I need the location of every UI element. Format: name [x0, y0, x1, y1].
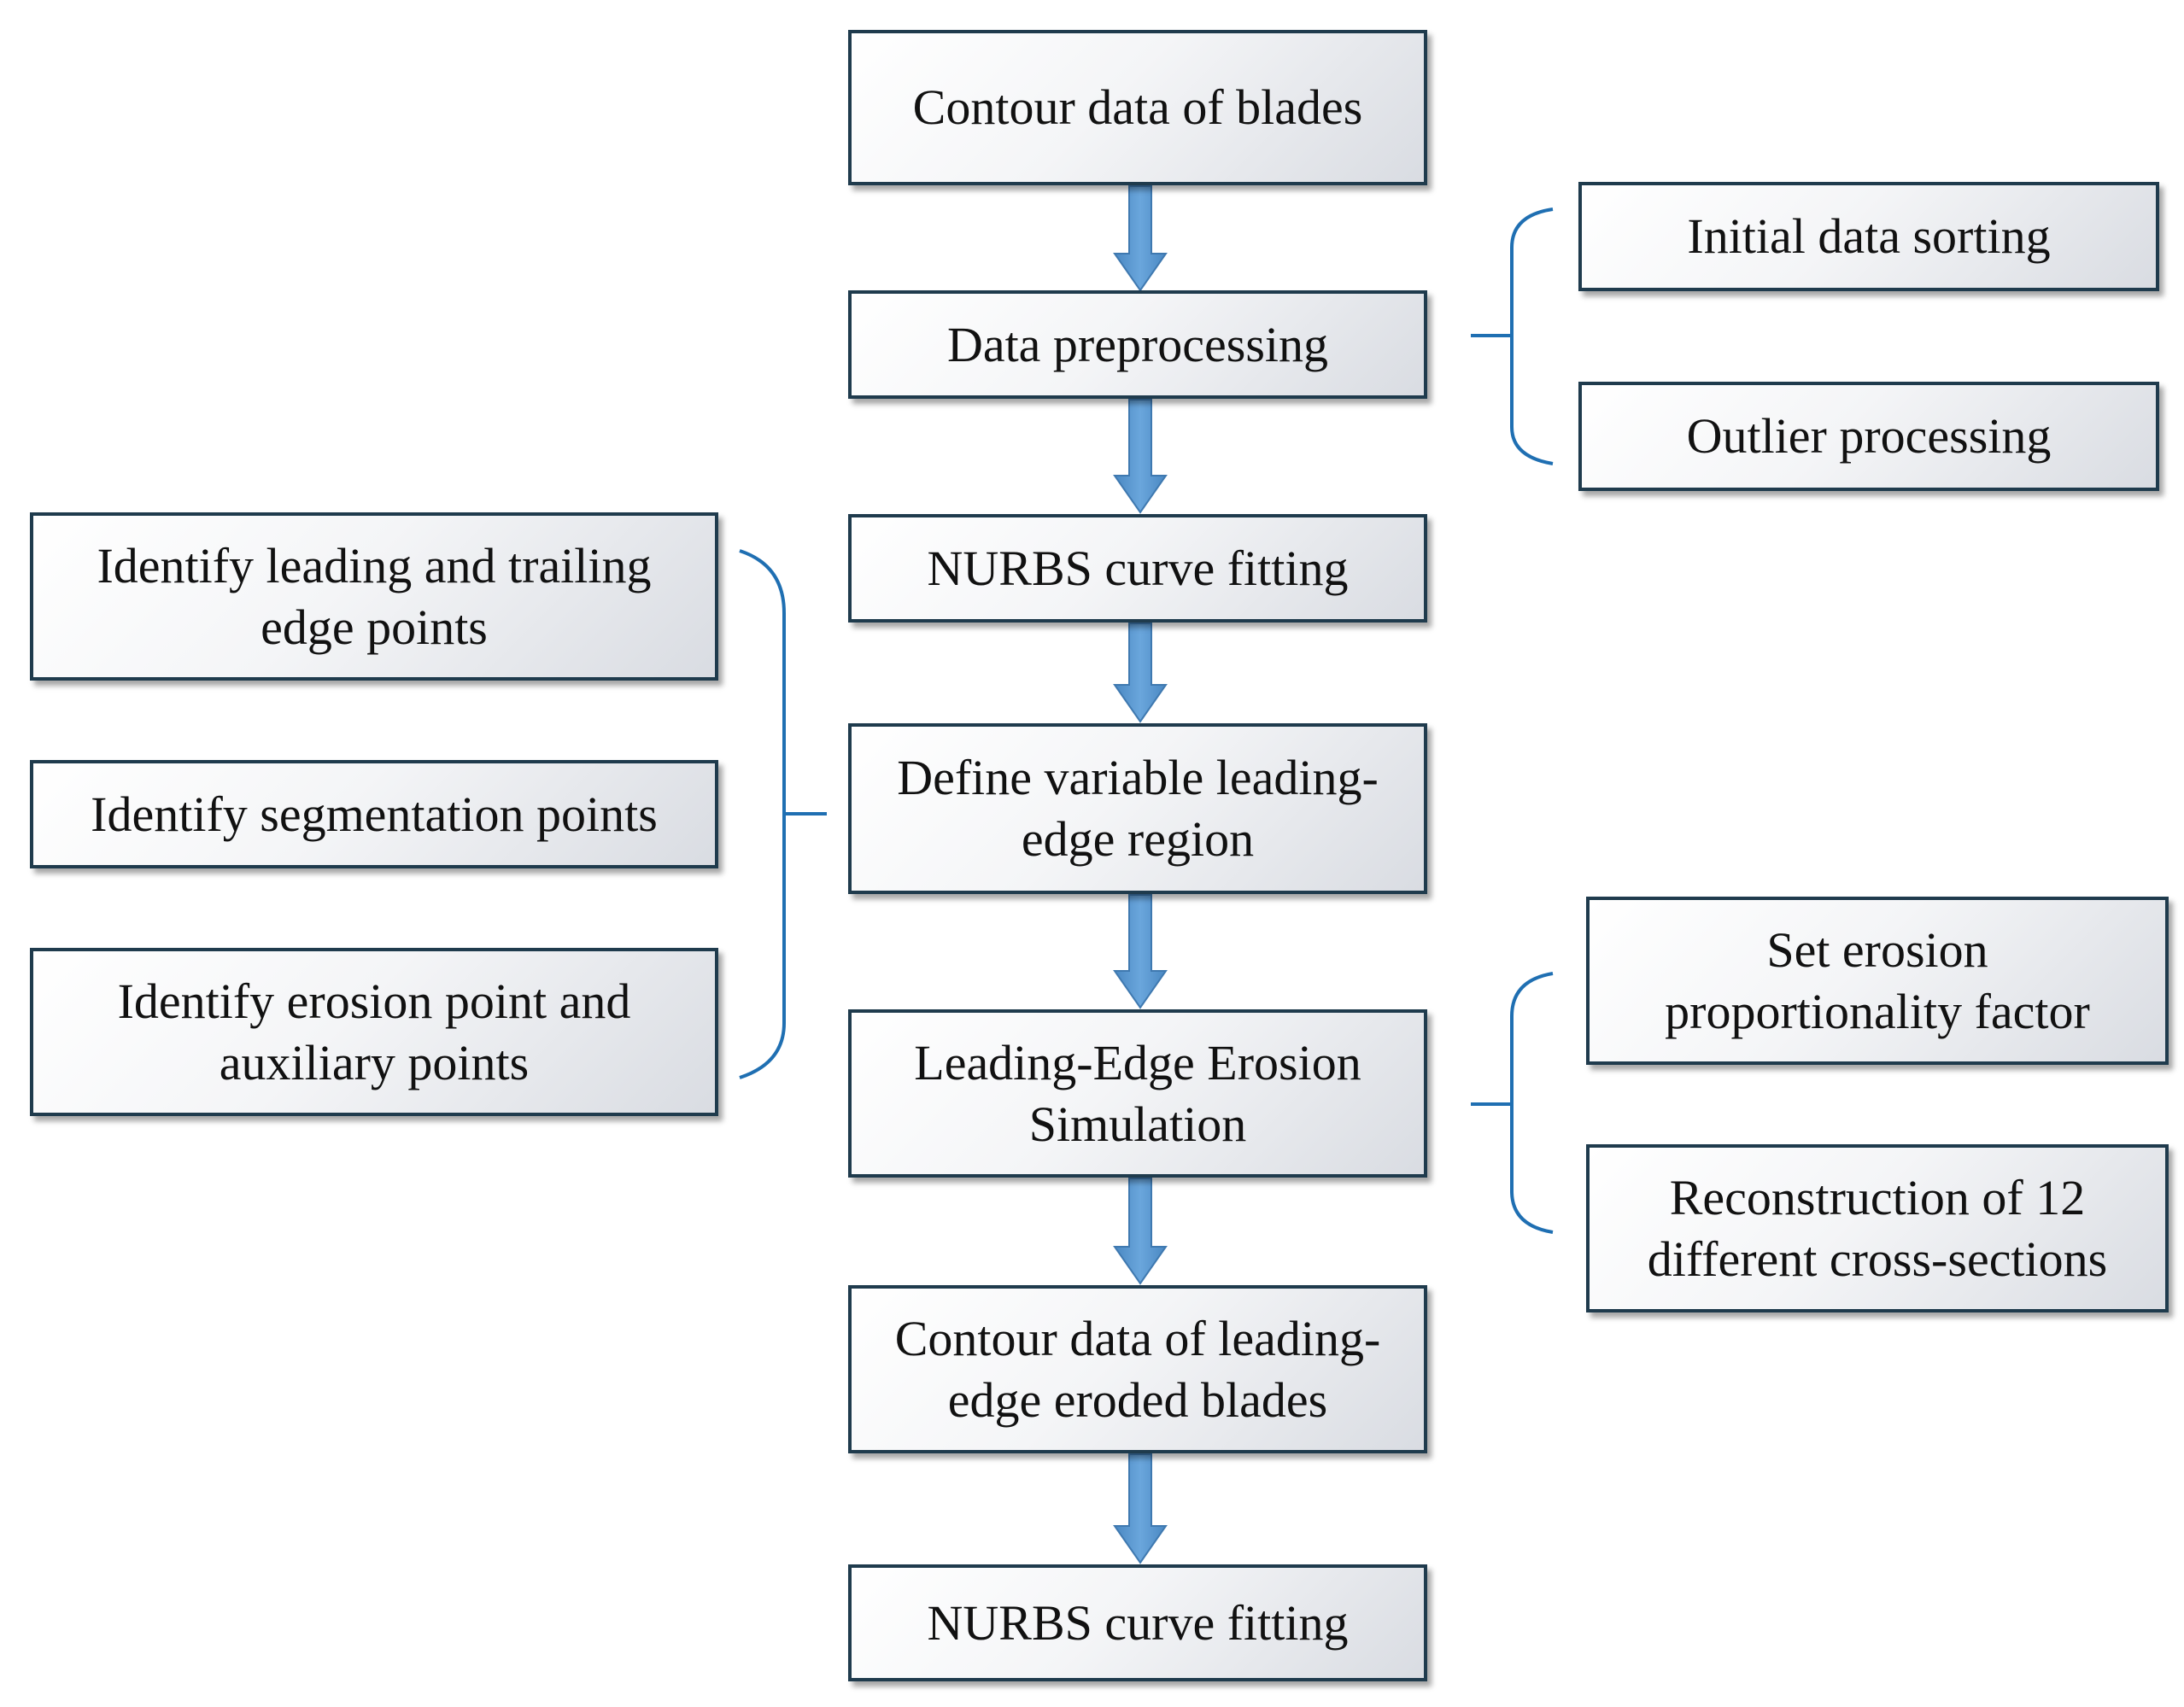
bracket-define — [739, 549, 827, 1079]
step-contour-data: Contour data of blades — [848, 30, 1427, 185]
step-nurbs-fitting-2: NURBS curve fitting — [848, 1564, 1427, 1681]
arrow-contour-to-preprocess — [1113, 185, 1168, 292]
bracket-simulation — [1471, 972, 1554, 1234]
step-contour-data-label: Contour data of blades — [912, 79, 1363, 135]
substep-leading-trailing-points-label: Identify leading and trailing edge point… — [97, 537, 652, 655]
step-eroded-contour-data-label: Contour data of leading- edge eroded bla… — [894, 1310, 1381, 1428]
substep-reconstruction: Reconstruction of 12 different cross-sec… — [1586, 1144, 2169, 1312]
substep-segmentation-points-label: Identify segmentation points — [91, 786, 658, 842]
step-eroded-contour-data: Contour data of leading- edge eroded bla… — [848, 1285, 1427, 1453]
bracket-preprocess — [1471, 208, 1554, 465]
substep-erosion-factor-label: Set erosion proportionality factor — [1665, 921, 2090, 1039]
arrow-define-to-simulation — [1113, 894, 1168, 1009]
substep-segmentation-points: Identify segmentation points — [30, 760, 718, 868]
substep-outlier-processing: Outlier processing — [1578, 382, 2159, 491]
step-erosion-simulation: Leading-Edge Erosion Simulation — [848, 1009, 1427, 1178]
substep-erosion-auxiliary-points-label: Identify erosion point and auxiliary poi… — [117, 973, 631, 1090]
substep-initial-sorting: Initial data sorting — [1578, 182, 2159, 291]
step-define-region: Define variable leading- edge region — [848, 723, 1427, 894]
step-erosion-simulation-label: Leading-Edge Erosion Simulation — [914, 1034, 1361, 1152]
substep-reconstruction-label: Reconstruction of 12 different cross-sec… — [1647, 1169, 2108, 1287]
arrow-simulation-to-eroded — [1113, 1178, 1168, 1285]
substep-erosion-factor: Set erosion proportionality factor — [1586, 897, 2169, 1065]
arrow-nurbs-to-define — [1113, 623, 1168, 723]
substep-initial-sorting-label: Initial data sorting — [1687, 208, 2051, 264]
step-nurbs-fitting-1: NURBS curve fitting — [848, 514, 1427, 623]
step-nurbs-fitting-2-label: NURBS curve fitting — [927, 1594, 1349, 1651]
substep-outlier-processing-label: Outlier processing — [1686, 408, 2052, 464]
arrow-preprocess-to-nurbs — [1113, 399, 1168, 514]
step-data-preprocessing-label: Data preprocessing — [946, 316, 1329, 372]
arrow-eroded-to-nurbs — [1113, 1453, 1168, 1564]
substep-leading-trailing-points: Identify leading and trailing edge point… — [30, 512, 718, 681]
substep-erosion-auxiliary-points: Identify erosion point and auxiliary poi… — [30, 948, 718, 1116]
step-data-preprocessing: Data preprocessing — [848, 290, 1427, 399]
step-define-region-label: Define variable leading- edge region — [897, 750, 1379, 867]
step-nurbs-fitting-1-label: NURBS curve fitting — [927, 540, 1349, 596]
